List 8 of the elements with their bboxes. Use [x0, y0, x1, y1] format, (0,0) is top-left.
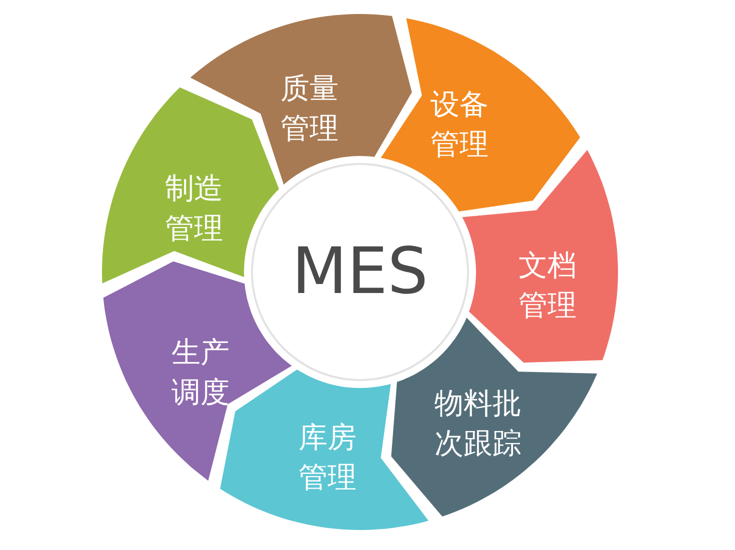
segment-label: 生产调度	[170, 334, 231, 411]
segment-label: 物料批次跟踪	[434, 385, 523, 462]
segment-label: 质量管理	[280, 70, 340, 146]
segment-label: 设备管理	[430, 86, 490, 164]
segment-label: 文档管理	[518, 247, 578, 324]
segment-label: 制造管理	[164, 170, 224, 248]
center-label: MES	[292, 237, 428, 307]
segment-label: 库房管理	[297, 419, 358, 496]
